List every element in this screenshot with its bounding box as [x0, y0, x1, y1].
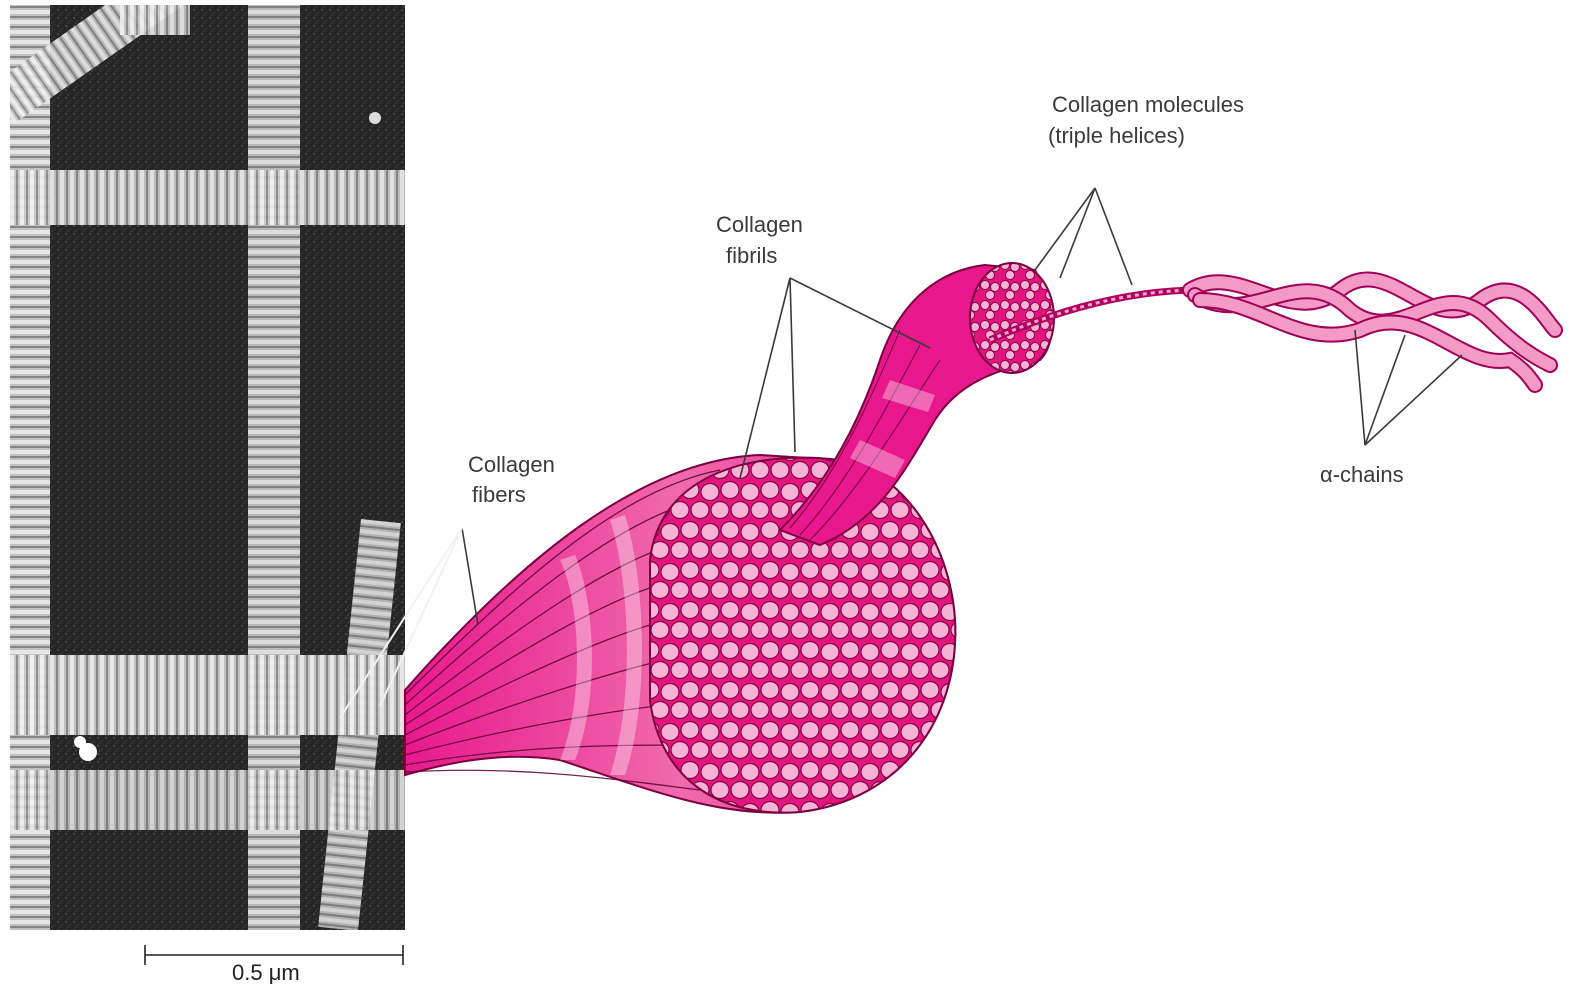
label-collagen-molecules-line2: (triple helices): [1048, 123, 1185, 148]
label-collagen-fibrils-line1: Collagen: [716, 212, 803, 237]
scale-bar: 0.5 μm: [145, 945, 403, 985]
label-collagen-molecules-line1: Collagen molecules: [1052, 92, 1244, 117]
label-collagen-fibrils-line2: fibrils: [726, 243, 777, 268]
label-collagen-fibers-line1: Collagen: [468, 452, 555, 477]
electron-micrograph: [0, 0, 405, 931]
label-alpha-chains: α-chains: [1320, 462, 1404, 487]
scale-bar-label: 0.5 μm: [232, 960, 300, 985]
fibril-illustration: [780, 263, 1054, 545]
triple-helix-illustration: [990, 279, 1555, 385]
label-collagen-fibers-line2: fibers: [472, 482, 526, 507]
